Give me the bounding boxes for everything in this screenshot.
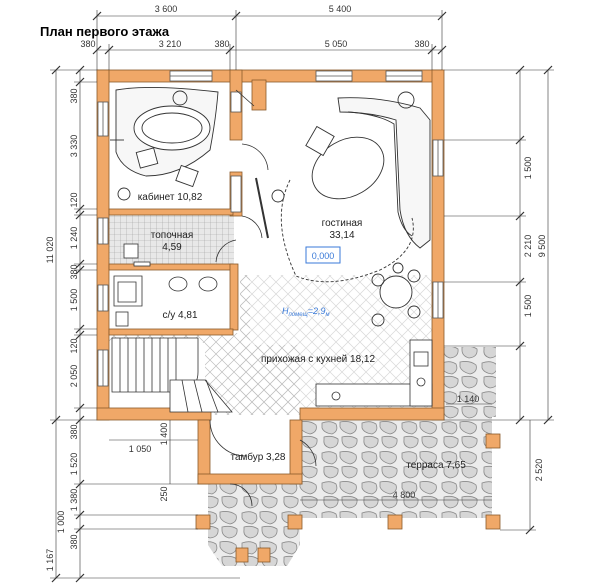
windows <box>97 70 444 387</box>
dim-right-outer: 9 500 <box>537 235 547 258</box>
dim-left-outer: 11 020 <box>45 237 55 264</box>
dim-top-inner-2: 3 210 <box>159 39 182 49</box>
dim-inner-2: 1 400 <box>159 423 169 446</box>
ceiling-height: Hпомещ=2,9м <box>282 306 330 318</box>
side-paving <box>436 347 496 417</box>
dim-top-inner-1: 380 <box>80 39 95 49</box>
boiler-floor <box>108 214 234 268</box>
dim-left-5: 380 <box>69 264 79 279</box>
room-living-area: 33,14 <box>329 230 354 241</box>
dim-inner-1: 1 050 <box>129 444 152 454</box>
room-hall-label: прихожая с кухней 18,12 <box>261 354 376 365</box>
dim-right-2: 2 210 <box>523 235 533 258</box>
dim-left-2: 3 330 <box>69 135 79 158</box>
dim-inner-3: 250 <box>159 486 169 501</box>
doors <box>209 89 317 507</box>
room-cabinet-label: кабинет 10,82 <box>138 191 203 203</box>
dim-left-7: 120 <box>69 338 79 353</box>
dimension-ticks <box>51 11 553 583</box>
dim-right-lower: 2 520 <box>534 459 544 482</box>
dim-left-12: 1 000 <box>56 511 66 534</box>
level-mark: 0,000 <box>312 251 335 261</box>
dim-top-outer-2: 5 400 <box>329 4 352 14</box>
dim-left-10: 1 520 <box>69 453 79 476</box>
dim-left-6: 1 500 <box>69 289 79 312</box>
room-bathroom-label: с/у 4,81 <box>162 310 197 321</box>
room-living-label: гостиная <box>322 218 363 229</box>
room-boiler-label: топочная <box>151 230 194 241</box>
terrace-paving <box>300 412 492 518</box>
dim-left-11: 1 380 <box>69 489 79 512</box>
dim-inner-5: 4 800 <box>393 490 416 500</box>
dim-right-3: 1 500 <box>523 295 533 318</box>
dim-top-inner-5: 380 <box>414 39 429 49</box>
dim-inner-4: 1 140 <box>457 394 480 404</box>
dim-left-3: 120 <box>69 192 79 207</box>
dim-top-inner-3: 380 <box>214 39 229 49</box>
dim-left-9: 380 <box>69 424 79 439</box>
kitchen-counter <box>315 339 433 407</box>
entrance-paving <box>208 484 300 566</box>
cabinet-furniture <box>110 86 219 201</box>
room-boiler-area: 4,59 <box>162 242 182 253</box>
living-furniture <box>255 91 431 327</box>
dim-top-outer-1: 3 600 <box>155 4 178 14</box>
plan-title: План первого этажа <box>40 24 170 39</box>
bathroom-fixtures <box>113 243 218 327</box>
dim-left-14: 1 167 <box>45 549 55 572</box>
dim-left-13: 380 <box>69 534 79 549</box>
room-terrace-label: терраса 7,65 <box>406 460 466 471</box>
dim-left-4: 1 240 <box>69 227 79 250</box>
room-vestibule-label: тамбур 3,28 <box>231 451 286 463</box>
dim-top-inner-4: 5 050 <box>325 39 348 49</box>
dim-right-1: 1 500 <box>523 157 533 180</box>
dimension-lines <box>50 10 554 579</box>
level-mark-box <box>305 246 341 264</box>
dim-left-1: 380 <box>69 88 79 103</box>
staircase <box>111 337 233 413</box>
dim-left-8: 2 050 <box>69 365 79 388</box>
